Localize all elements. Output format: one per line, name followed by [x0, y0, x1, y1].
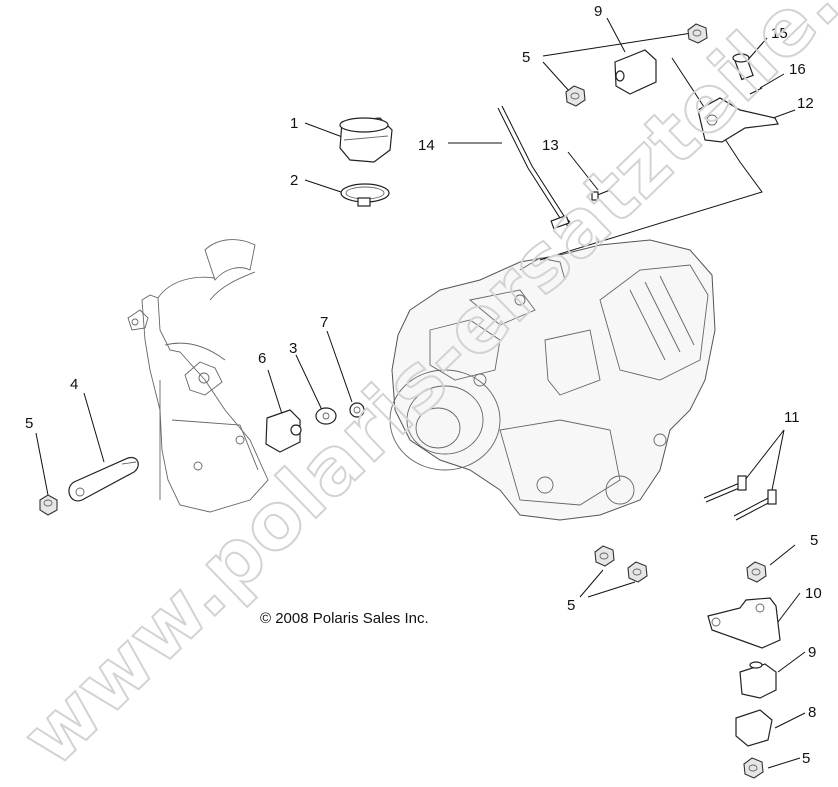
callout-4: 4	[70, 376, 78, 393]
callout-2: 2	[290, 172, 298, 189]
part-5-nut-lower-a	[594, 545, 615, 567]
callout-7: 7	[320, 314, 328, 331]
part-10-bracket	[707, 597, 781, 649]
part-13-bolt	[591, 189, 611, 201]
part-12-bracket	[697, 97, 779, 143]
part-6-mount	[265, 409, 302, 453]
part-2-clamp	[340, 183, 390, 207]
callout-8: 8	[808, 704, 816, 721]
callout-5-upper: 5	[522, 49, 530, 66]
part-3-washer	[315, 407, 337, 425]
part-5-nut-right	[746, 561, 767, 583]
part-5-nut-lower-b	[627, 561, 648, 583]
callout-11: 11	[784, 409, 800, 426]
callout-labels: 1 2 3 4 5 5 5 5 5 6 7 8 9 9 10 11 12 13 …	[25, 3, 822, 767]
part-5-nut-upper-b	[687, 23, 708, 44]
watermark: www.polaris-ersatzteile.de	[6, 0, 838, 784]
callout-5-left: 5	[25, 415, 33, 432]
part-7-washer	[349, 402, 365, 418]
callout-12: 12	[797, 95, 814, 112]
callout-5-right: 5	[810, 532, 818, 549]
part-8-shield	[735, 709, 773, 747]
callout-5-bottom: 5	[802, 750, 810, 767]
part-16-pin	[749, 87, 763, 95]
callout-9-upper: 9	[594, 3, 602, 20]
callout-6: 6	[258, 350, 266, 367]
part-11-bolts	[703, 475, 777, 521]
part-1-boot	[339, 117, 393, 163]
callout-14: 14	[418, 137, 435, 154]
part-9-mount-upper	[614, 49, 657, 95]
part-5-nut-upper-a	[565, 85, 586, 107]
engine-assembly	[389, 239, 716, 521]
callout-9-lower: 9	[808, 644, 816, 661]
frame-section	[127, 239, 269, 513]
part-5-nut-bottom	[743, 757, 764, 779]
callout-13: 13	[542, 137, 559, 154]
part-14-rod	[497, 105, 571, 230]
part-5-nut-left	[39, 494, 58, 516]
callout-5-lower: 5	[567, 597, 575, 614]
part-9-mount-lower	[739, 661, 777, 699]
callout-16: 16	[789, 61, 806, 78]
callout-1: 1	[290, 115, 298, 132]
part-4-bracket	[68, 456, 139, 502]
part-15-bolt	[732, 53, 754, 81]
callout-3: 3	[289, 340, 297, 357]
callout-15: 15	[771, 25, 788, 42]
callout-10: 10	[805, 585, 822, 602]
copyright-notice: © 2008 Polaris Sales Inc.	[260, 610, 429, 627]
